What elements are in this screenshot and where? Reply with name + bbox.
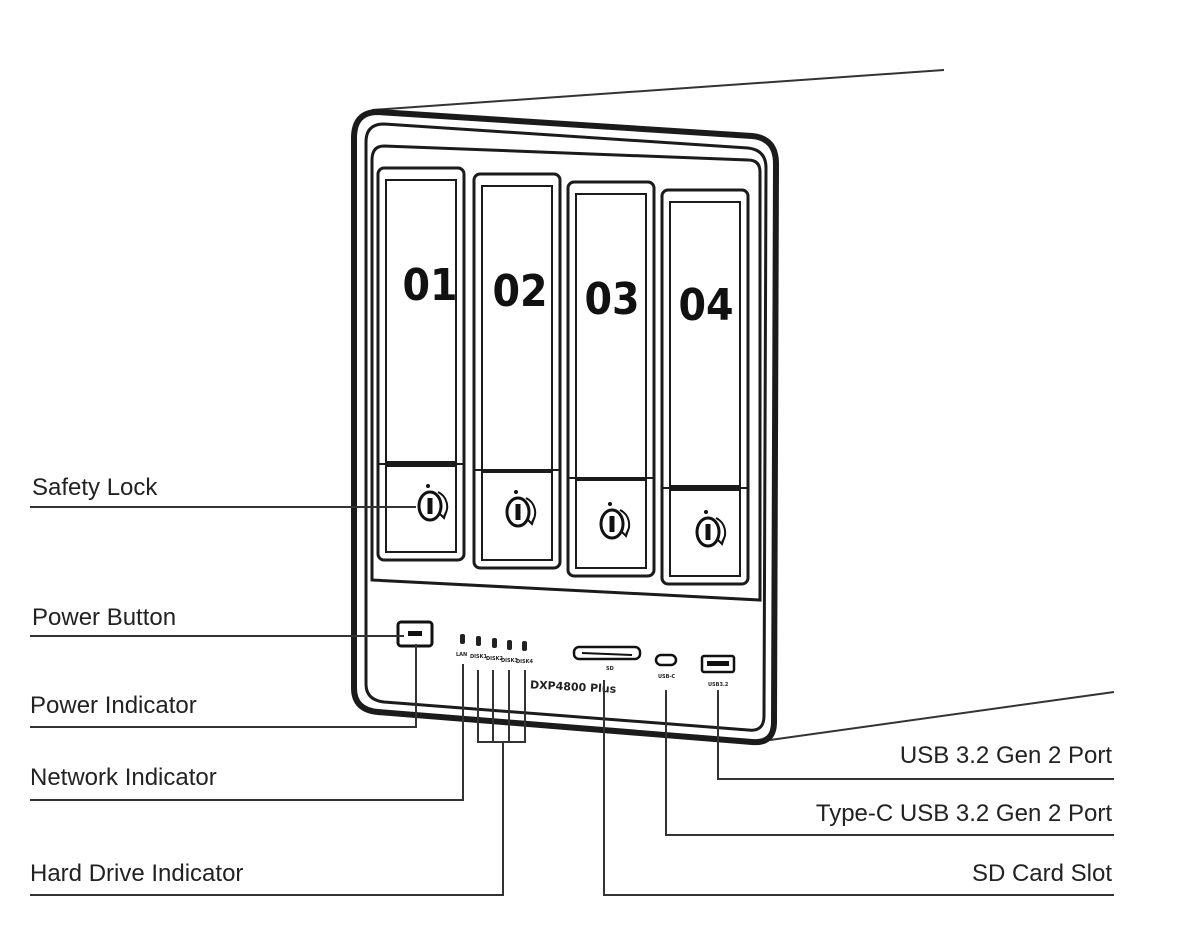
led-label-lan: LAN: [456, 652, 467, 658]
leader-typec: [665, 690, 1114, 836]
led-label-disk3: DISK3: [501, 658, 518, 664]
lock-icon[interactable]: [695, 510, 727, 548]
side-edge-line: [769, 691, 1115, 741]
leader-hard-drive-indicator: [30, 742, 504, 896]
lock-icon[interactable]: [505, 490, 537, 528]
led-label-disk4: DISK4: [516, 659, 533, 665]
usbc-label: USB-C: [658, 674, 676, 680]
label-usb-port: USB 3.2 Gen 2 Port: [899, 742, 1112, 769]
bay-number-4: 04: [678, 280, 733, 331]
lock-icon[interactable]: [599, 502, 631, 540]
led-disk3: [507, 640, 512, 650]
label-safety-lock: Safety Lock: [32, 474, 158, 501]
led-lan: [460, 634, 465, 644]
usb-a-port[interactable]: USB3.2: [700, 654, 736, 688]
label-sd-slot: SD Card Slot: [971, 860, 1112, 887]
sd-label: SD: [606, 666, 614, 672]
label-power-indicator: Power Indicator: [30, 692, 197, 719]
drive-bay-3[interactable]: [566, 180, 656, 578]
drive-bay-2[interactable]: [472, 172, 562, 570]
led-label-disk2: DISK2: [486, 656, 503, 662]
leader-sd-card: [603, 680, 1114, 896]
power-button[interactable]: [396, 620, 434, 648]
label-power-button: Power Button: [32, 604, 177, 631]
top-edge-line: [371, 69, 945, 111]
bay-number-3: 03: [584, 274, 639, 325]
led-disk1: [476, 636, 481, 646]
leader-lines: [30, 506, 1114, 896]
bay-number-2: 02: [492, 266, 547, 317]
led-indicators: LAN DISK1 DISK2 DISK3 DISK4: [456, 634, 533, 665]
sd-card-slot[interactable]: SD: [572, 645, 642, 672]
leader-hdd-bracket: [477, 670, 526, 743]
label-hard-drive-indicator: Hard Drive Indicator: [30, 860, 244, 887]
leader-usb: [717, 690, 1114, 780]
leader-network-indicator: [30, 664, 464, 801]
chassis-inner-outline: [364, 122, 768, 732]
usba-label: USB3.2: [708, 682, 729, 688]
bay-panel: [370, 144, 762, 602]
bay-number-1: 01: [402, 260, 457, 311]
label-network-indicator: Network Indicator: [30, 764, 217, 791]
label-typec-port: Type-C USB 3.2 Gen 2 Port: [815, 800, 1112, 827]
leader-power-indicator: [30, 644, 417, 728]
drive-bay-1[interactable]: [376, 166, 466, 562]
model-name: DXP4800 Plus: [530, 678, 617, 696]
drive-bay-4[interactable]: [660, 188, 750, 586]
led-disk2: [492, 638, 497, 648]
led-label-disk1: DISK1: [470, 654, 487, 660]
lock-icon[interactable]: [417, 484, 449, 522]
led-disk4: [522, 641, 527, 651]
usb-c-port[interactable]: USB-C: [654, 653, 678, 680]
